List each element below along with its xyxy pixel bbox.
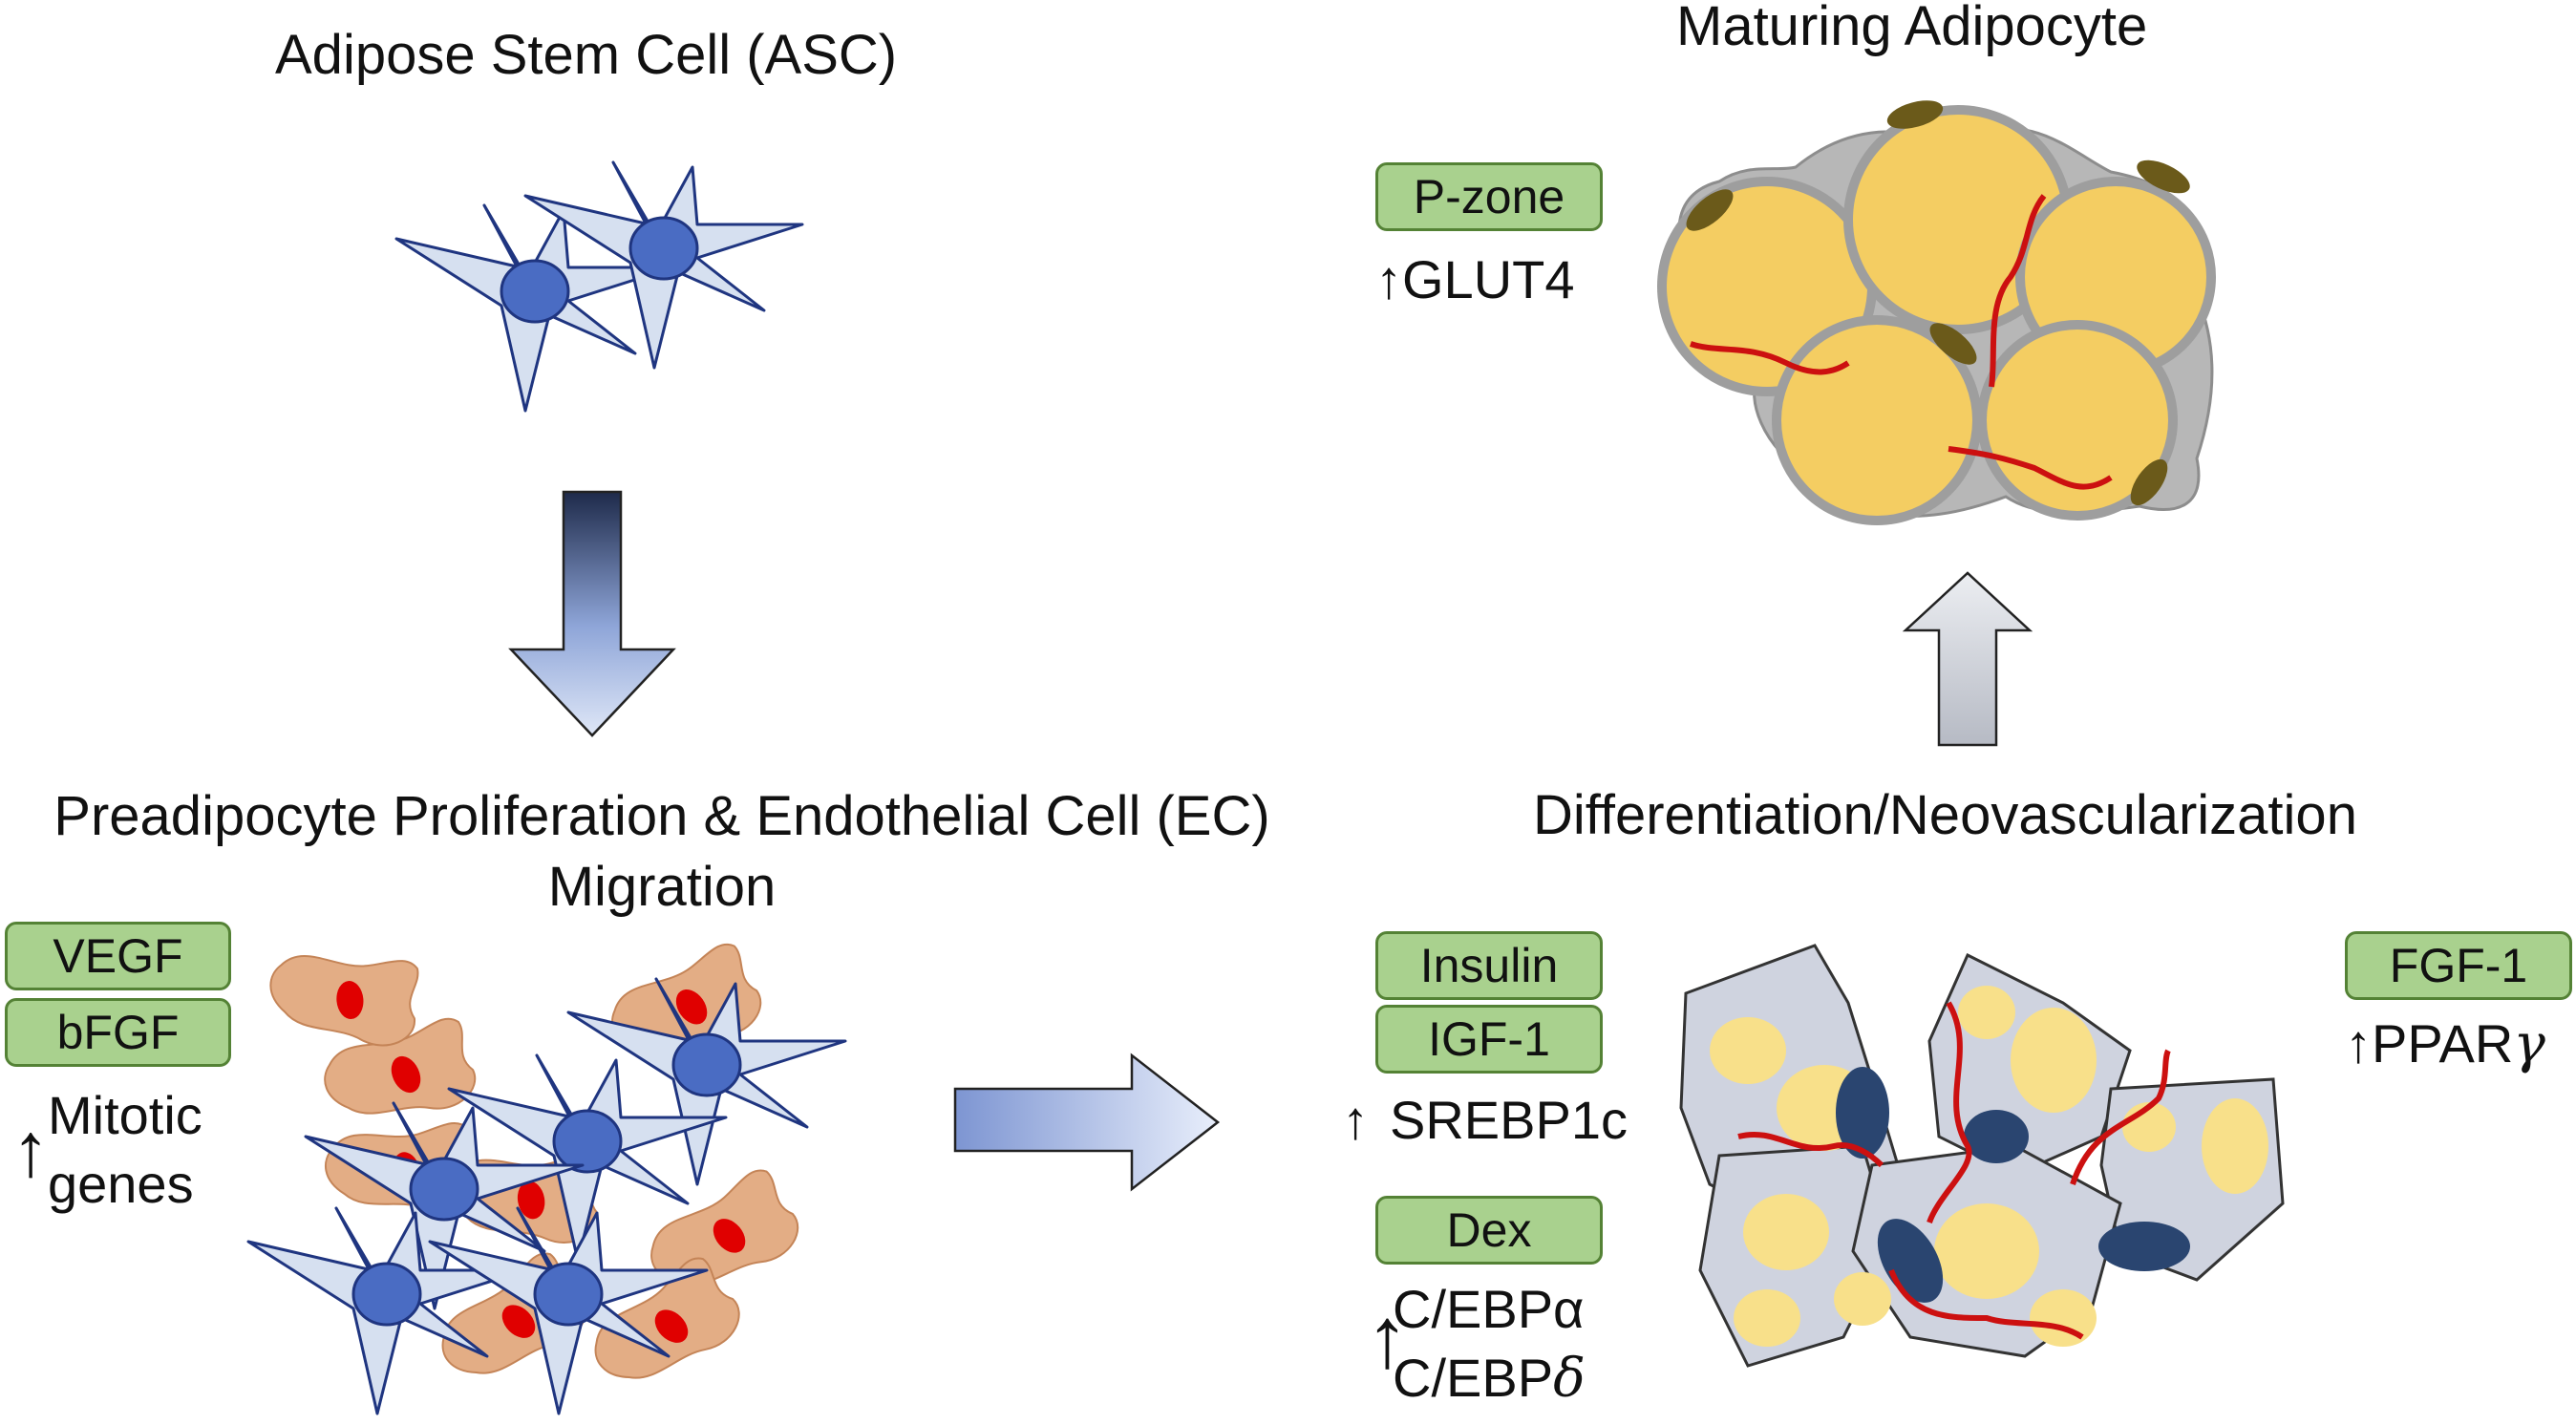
marker-label-cebp-alpha: C/EBPα [1393, 1279, 1585, 1339]
down-arrow [508, 490, 676, 737]
nucleus [1836, 1067, 1889, 1159]
differentiation-title: Differentiation/Neovascularization [1533, 784, 2357, 846]
differentiating-cell-cluster [1679, 944, 2285, 1368]
mature-title: Maturing Adipocyte [1676, 0, 2148, 57]
factor-box-insulin: Insulin [1375, 931, 1603, 1000]
up-arrow-icon: ↑ [1375, 249, 1402, 309]
marker-label: PPAR [2372, 1013, 2514, 1074]
factor-box-fgf1: FGF-1 [2345, 931, 2572, 1000]
up-arrow-icon: ↑ [1366, 1290, 1409, 1386]
nucleus [2130, 458, 2168, 506]
nucleus [2137, 160, 2190, 194]
vessel [1737, 1132, 1884, 1168]
vessel [1888, 1268, 2084, 1340]
nucleus [1964, 1110, 2029, 1163]
marker-glut4: ↑GLUT4 [1375, 246, 1575, 313]
factor-box-vegf: VEGF [5, 922, 231, 990]
nucleus [1929, 323, 1977, 365]
marker-label: genes [48, 1154, 194, 1214]
proliferation-title-line2: Migration [547, 856, 777, 918]
asc-title: Adipose Stem Cell (ASC) [275, 24, 898, 86]
mature-adipocyte-cluster [1657, 100, 2216, 525]
factor-box-igf1: IGF-1 [1375, 1005, 1603, 1074]
up-arrow-icon: ↑ [11, 1107, 50, 1192]
vessel [1927, 1001, 1972, 1224]
up-arrow-icon: ↑ [2345, 1013, 2372, 1074]
proliferation-cluster [246, 919, 847, 1415]
marker-label: Mitotic [48, 1085, 202, 1145]
factor-box-bfgf: bFGF [5, 998, 231, 1067]
up-arrow-between-stages [1902, 571, 2033, 747]
marker-label-cebp-delta: C/EBPδ [1393, 1348, 1586, 1410]
right-arrow [953, 1053, 1221, 1192]
proliferation-title: Preadipocyte Proliferation & Endothelial… [8, 781, 1316, 923]
vessel [1989, 194, 2047, 388]
stem-cell-cluster [394, 160, 804, 413]
factor-box-dex: Dex [1375, 1196, 1603, 1265]
vessel [1690, 341, 1850, 375]
vessel [2070, 1049, 2171, 1185]
nucleus [2098, 1222, 2190, 1271]
marker-cebp: ↑ C/EBPα C/EBPδ [1366, 1275, 1586, 1414]
marker-srebp1c: ↑ SREBP1c [1342, 1087, 1628, 1154]
proliferation-title-line1: Preadipocyte Proliferation & Endothelial… [53, 785, 1270, 847]
vessel [1948, 446, 2113, 490]
marker-label: GLUT4 [1402, 249, 1575, 309]
nucleus [1686, 189, 1734, 231]
nucleus [1886, 100, 1944, 129]
marker-label-gamma: γ [2513, 1013, 2545, 1075]
factor-box-p-zone: P-zone [1375, 162, 1603, 231]
up-arrow-icon: ↑ [1342, 1090, 1369, 1150]
marker-ppar-gamma: ↑PPARγ [2345, 1010, 2545, 1078]
marker-mitotic-genes: ↑ Mitotic genes [11, 1081, 202, 1219]
marker-label: SREBP1c [1390, 1090, 1628, 1150]
